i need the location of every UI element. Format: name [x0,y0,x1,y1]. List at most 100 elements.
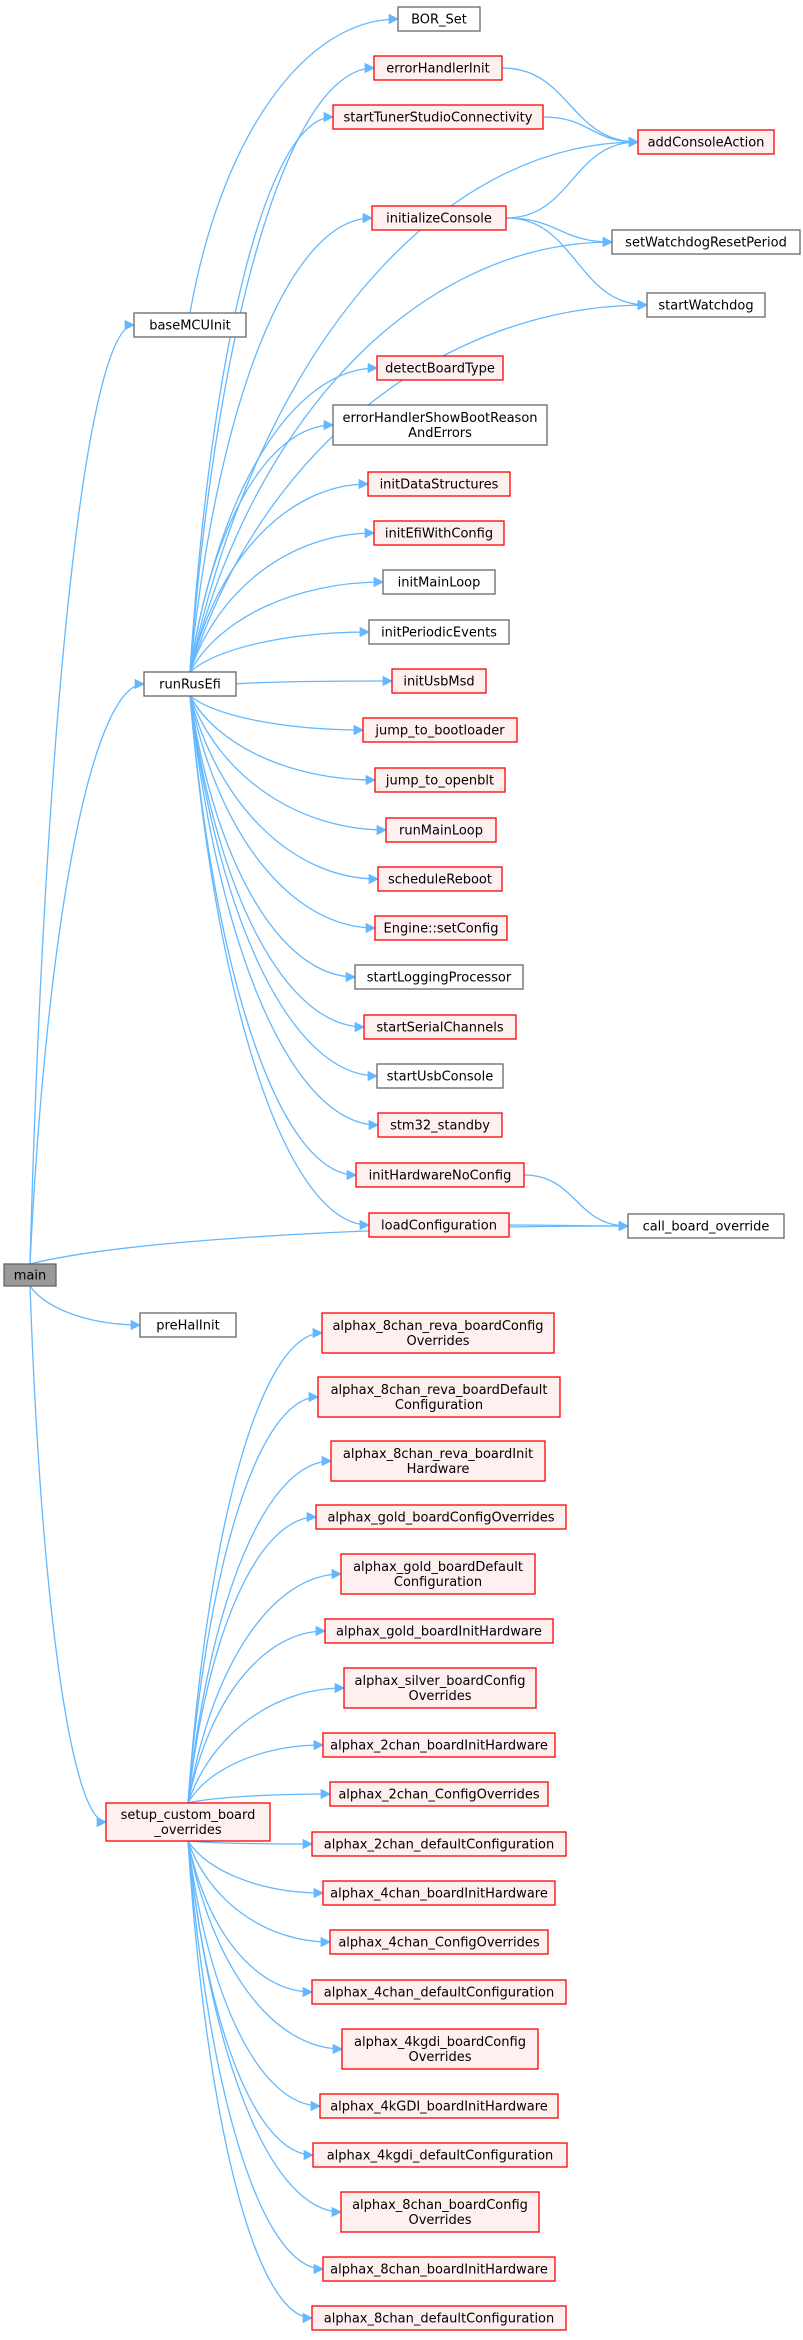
node-box-addConsoleAction [637,129,775,155]
node-initEfiWithConfig[interactable]: initEfiWithConfig [373,520,505,546]
node-c4_cfg[interactable]: alphax_4chan_ConfigOverrides [329,1929,549,1955]
node-BOR_Set[interactable]: BOR_Set [397,6,481,32]
edge-initHardwareNoConfig-to-call_board_override [523,1174,630,1232]
node-label-baseMCUInit-0: baseMCUInit [149,319,231,334]
node-label-jump_to_bootloader-0: jump_to_bootloader [374,724,505,739]
node-box-c2_init [322,1732,556,1758]
node-runMainLoop[interactable]: runMainLoop [385,817,497,843]
edge-runRusEfi-to-scheduleReboot [189,695,380,885]
edge-errorHandlerInit-to-addConsoleAction [501,67,640,148]
node-label-setup_custom_board_overrides-0: setup_custom_board [121,1808,256,1823]
node-kgdi_def[interactable]: alphax_4kgdi_defaultConfiguration [312,2142,568,2168]
node-jump_to_bootloader[interactable]: jump_to_bootloader [362,717,518,743]
node-box-initializeConsole [371,205,507,231]
node-initHardwareNoConfig[interactable]: initHardwareNoConfig [355,1162,525,1188]
node-addConsoleAction[interactable]: addConsoleAction [637,129,775,155]
node-box-kgdi_def [312,2142,568,2168]
node-box-c4_cfg [329,1929,549,1955]
node-c4_def[interactable]: alphax_4chan_defaultConfiguration [311,1979,567,2005]
node-initializeConsole[interactable]: initializeConsole [371,205,507,231]
node-box-stm32_standby [377,1112,503,1138]
node-box-a8r_def [317,1376,561,1418]
node-label-jump_to_openblt-0: jump_to_openblt [385,774,494,789]
node-label-c2_cfg-0: alphax_2chan_ConfigOverrides [338,1788,540,1803]
node-box-startUsbConsole [376,1063,504,1089]
node-setup_custom_board_overrides[interactable]: setup_custom_board_overrides [105,1802,271,1842]
node-c8_init[interactable]: alphax_8chan_boardInitHardware [322,2256,556,2282]
edge-setup_custom_board_overrides-to-a8r_cfg [187,1327,324,1804]
node-scheduleReboot[interactable]: scheduleReboot [377,866,503,892]
node-stm32_standby[interactable]: stm32_standby [377,1112,503,1138]
node-box-initEfiWithConfig [373,520,505,546]
node-setWatchdogResetPeriod[interactable]: setWatchdogResetPeriod [611,229,801,255]
node-initPeriodicEvents[interactable]: initPeriodicEvents [368,619,510,645]
node-label-initDataStructures-0: initDataStructures [380,478,499,493]
node-kgdi_cfg[interactable]: alphax_4kgdi_boardConfigOverrides [341,2028,539,2070]
node-initUsbMsd[interactable]: initUsbMsd [391,668,487,694]
node-box-Engine_setConfig [374,915,508,941]
node-a8r_init[interactable]: alphax_8chan_reva_boardInitHardware [330,1440,546,1482]
edge-setup_custom_board_overrides-to-c8_init [187,1840,325,2275]
node-label-c4_init-0: alphax_4chan_boardInitHardware [330,1887,548,1902]
node-c8_cfg[interactable]: alphax_8chan_boardConfigOverrides [340,2191,540,2233]
node-c8_def[interactable]: alphax_8chan_defaultConfiguration [311,2305,567,2331]
node-startWatchdog[interactable]: startWatchdog [646,292,766,318]
node-label-preHalInit-0: preHalInit [156,1319,219,1334]
node-silver_cfg[interactable]: alphax_silver_boardConfigOverrides [343,1667,537,1709]
edge-runRusEfi-to-setWatchdogResetPeriod [189,236,614,673]
node-errorHandlerInit[interactable]: errorHandlerInit [373,55,503,81]
node-initDataStructures[interactable]: initDataStructures [367,471,511,497]
node-startUsbConsole[interactable]: startUsbConsole [376,1063,504,1089]
edge-runRusEfi-to-stm32_standby [189,695,380,1131]
node-box-jump_to_bootloader [362,717,518,743]
node-Engine_setConfig[interactable]: Engine::setConfig [374,915,508,941]
node-gold_cfg[interactable]: alphax_gold_boardConfigOverrides [315,1504,567,1530]
node-label-initializeConsole-0: initializeConsole [386,212,492,227]
node-c2_cfg[interactable]: alphax_2chan_ConfigOverrides [329,1781,549,1807]
node-c2_init[interactable]: alphax_2chan_boardInitHardware [322,1732,556,1758]
node-label-initMainLoop-0: initMainLoop [398,576,481,591]
node-main[interactable]: main [3,1263,57,1287]
node-box-setup_custom_board_overrides [105,1802,271,1842]
node-jump_to_openblt[interactable]: jump_to_openblt [374,767,506,793]
node-label-a8r_def-1: Configuration [395,1398,483,1413]
node-call_board_override[interactable]: call_board_override [627,1213,785,1239]
edge-runRusEfi-to-jump_to_openblt [189,695,377,786]
node-box-initHardwareNoConfig [355,1162,525,1188]
node-a8r_def[interactable]: alphax_8chan_reva_boardDefaultConfigurat… [317,1376,561,1418]
node-gold_init[interactable]: alphax_gold_boardInitHardware [324,1618,554,1644]
node-label-c8_cfg-1: Overrides [408,2213,471,2228]
node-startSerialChannels[interactable]: startSerialChannels [363,1014,517,1040]
node-label-gold_init-0: alphax_gold_boardInitHardware [336,1625,542,1640]
node-preHalInit[interactable]: preHalInit [139,1312,237,1338]
node-detectBoardType[interactable]: detectBoardType [376,355,504,381]
node-box-loadConfiguration [368,1212,510,1238]
node-c4_init[interactable]: alphax_4chan_boardInitHardware [322,1880,556,1906]
node-startTunerStudioConnectivity[interactable]: startTunerStudioConnectivity [332,104,544,130]
edge-initializeConsole-to-addConsoleAction [505,136,640,219]
node-startLoggingProcessor[interactable]: startLoggingProcessor [354,964,524,990]
node-kgdi_init[interactable]: alphax_4kGDI_boardInitHardware [319,2093,559,2119]
node-label-kgdi_init-0: alphax_4kGDI_boardInitHardware [330,2100,548,2115]
node-loadConfiguration[interactable]: loadConfiguration [368,1212,510,1238]
node-box-startTunerStudioConnectivity [332,104,544,130]
edge-setup_custom_board_overrides-to-c4_def [187,1840,314,1998]
edge-runRusEfi-to-Engine_setConfig [189,695,377,934]
node-initMainLoop[interactable]: initMainLoop [382,569,496,595]
node-box-c8_cfg [340,2191,540,2233]
node-label-runMainLoop-0: runMainLoop [399,824,483,839]
node-label-setWatchdogResetPeriod-0: setWatchdogResetPeriod [625,236,787,251]
edge-setup_custom_board_overrides-to-kgdi_init [187,1840,322,2112]
edge-main-to-preHalInit [29,1285,142,1331]
node-box-errorHandlerShowBootReasonAndErrors [332,404,548,446]
node-runRusEfi[interactable]: runRusEfi [143,671,237,697]
node-c2_def[interactable]: alphax_2chan_defaultConfiguration [311,1831,567,1857]
edge-setup_custom_board_overrides-to-c2_init [187,1739,325,1804]
node-a8r_cfg[interactable]: alphax_8chan_reva_boardConfigOverrides [321,1312,555,1354]
node-baseMCUInit[interactable]: baseMCUInit [133,312,247,338]
node-label-a8r_init-0: alphax_8chan_reva_boardInit [343,1447,533,1462]
node-box-errorHandlerInit [373,55,503,81]
